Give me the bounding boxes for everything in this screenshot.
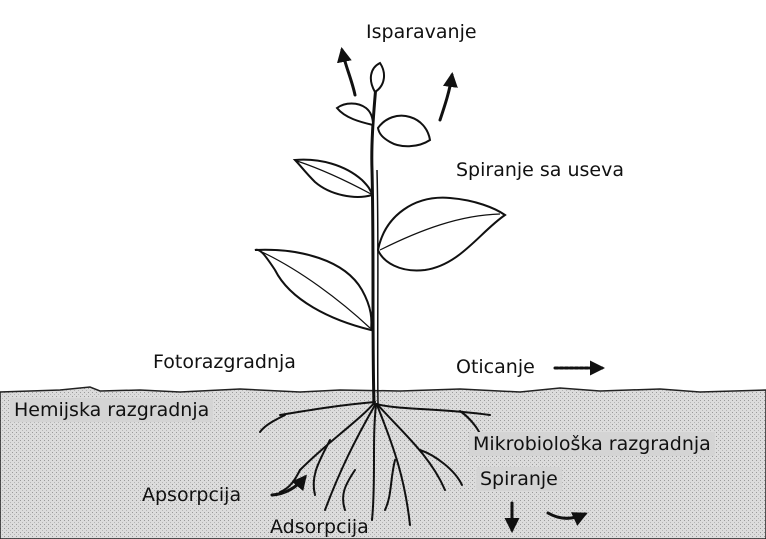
crop-washoff-label: Spiranje sa useva <box>456 158 624 182</box>
microbial-degradation-label: Mikrobiološka razgradnja <box>469 432 715 456</box>
runoff-label: Oticanje <box>456 355 535 379</box>
evaporation-label: Isparavanje <box>366 20 477 44</box>
evaporation-arrow-left <box>342 50 355 95</box>
chemical-degradation-label: Hemijska razgradnja <box>10 398 213 422</box>
evaporation-arrow-right <box>440 75 452 120</box>
adsorption-label: Adsorpcija <box>270 515 369 539</box>
absorption-label: Apsorpcija <box>142 483 241 507</box>
plant-stem <box>372 85 376 405</box>
photodegradation-label: Fotorazgradnja <box>153 350 296 374</box>
plant-leaves <box>255 63 505 330</box>
leaching-label: Spiranje <box>476 467 562 491</box>
